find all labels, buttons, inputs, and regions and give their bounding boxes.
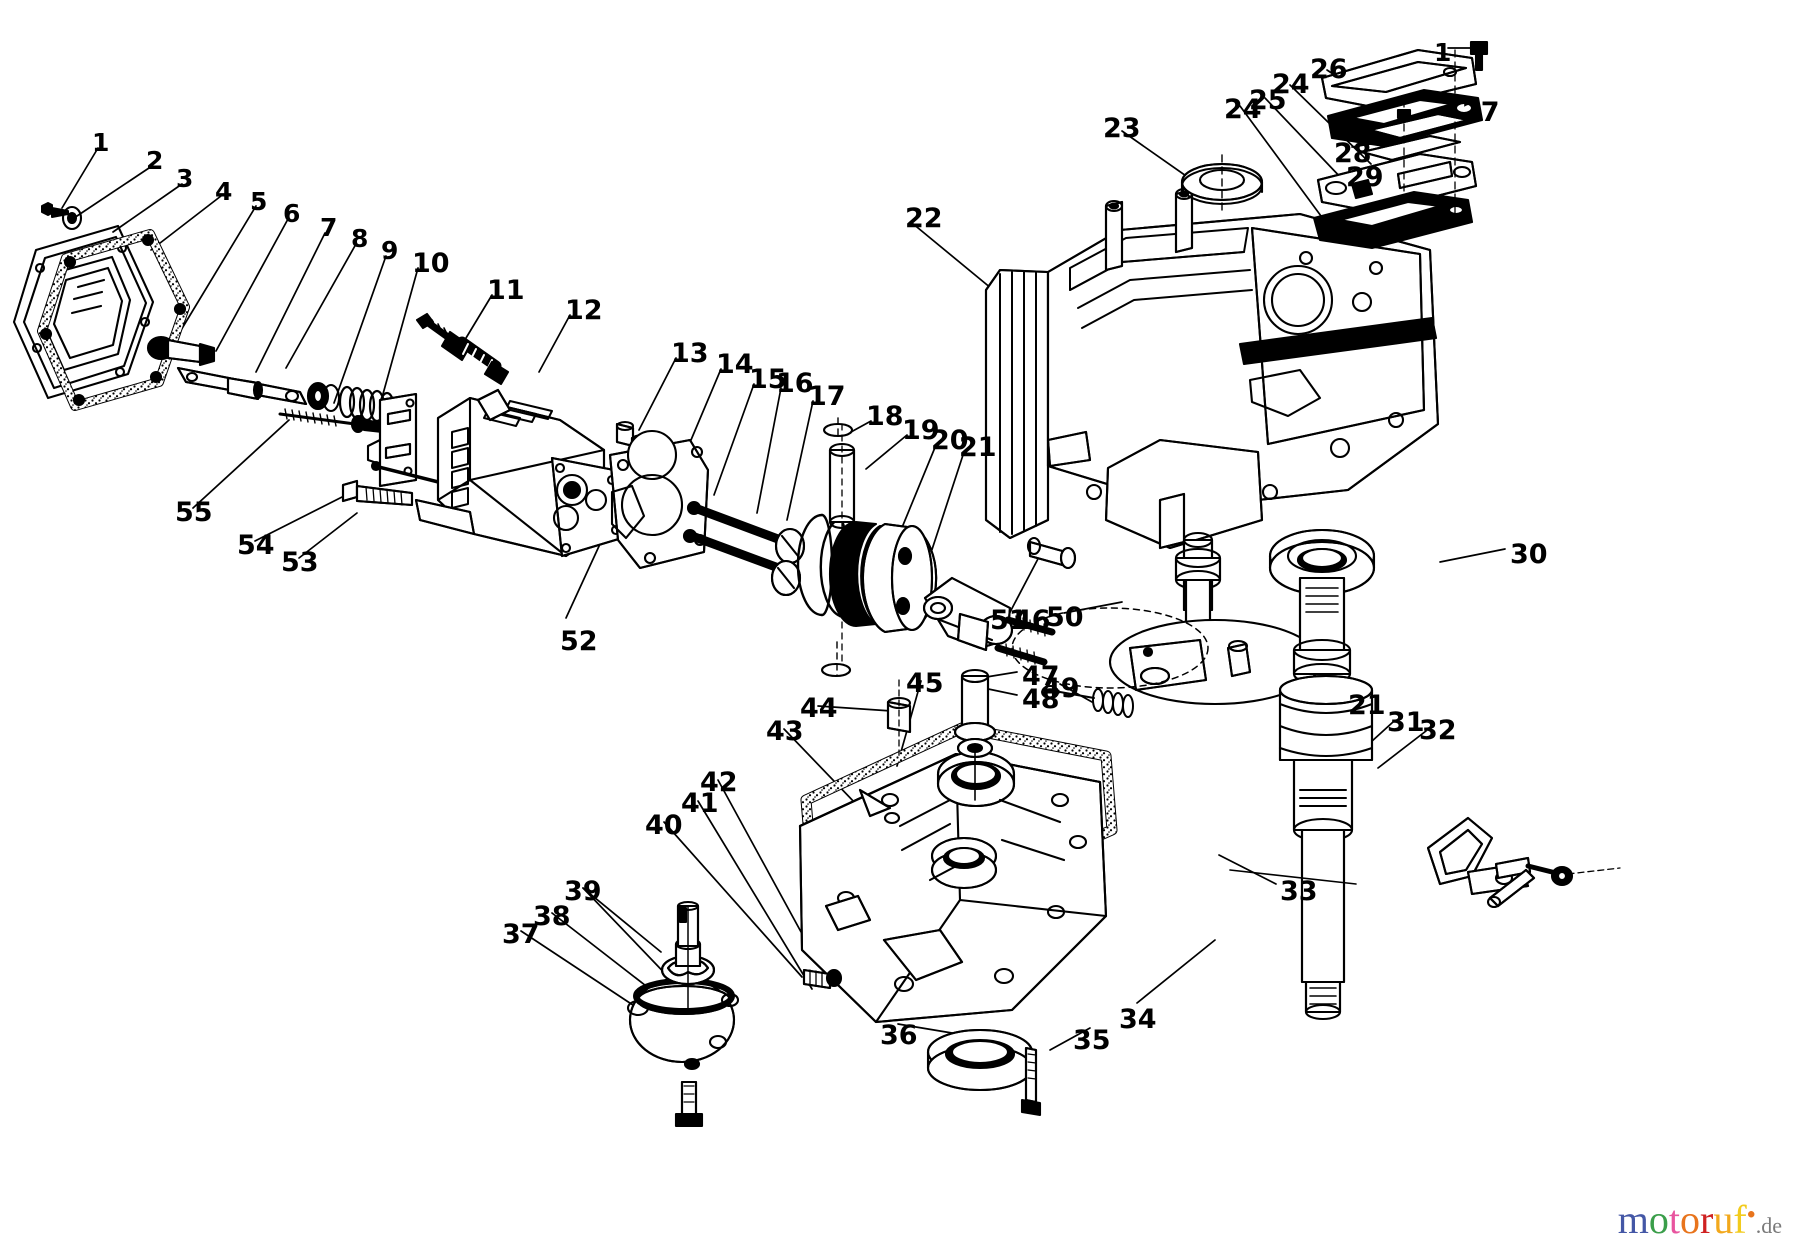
callout-number-31: 31 (1387, 707, 1425, 738)
callout-number-41: 41 (681, 788, 719, 819)
callout-number-1: 1 (92, 128, 110, 157)
callout-number-5: 5 (250, 187, 268, 216)
watermark-letter: r (1700, 1197, 1714, 1242)
callout-number-21: 21 (1348, 690, 1386, 721)
callout-number-34: 34 (1119, 1004, 1157, 1035)
callout-number-14: 14 (716, 349, 754, 380)
callout-number-47: 47 (1022, 661, 1060, 692)
callout-number-45: 45 (906, 668, 944, 699)
callout-number-48: 48 (1022, 684, 1060, 715)
watermark-letter: o (1648, 1197, 1669, 1242)
callout-number-29: 29 (1346, 162, 1384, 193)
callout-number-30: 30 (1510, 539, 1548, 570)
callout-number-32: 32 (1419, 715, 1457, 746)
callout-number-24: 24 (1272, 69, 1310, 100)
watermark-letter: t (1668, 1197, 1681, 1242)
watermark-letter: o (1680, 1197, 1701, 1242)
callout-number-12: 12 (565, 295, 603, 326)
watermark-letter: u (1713, 1197, 1734, 1242)
callout-number-44: 44 (800, 693, 838, 724)
callout-number-24: 24 (1224, 94, 1262, 125)
callout-number-38: 38 (533, 901, 571, 932)
callout-number-42: 42 (700, 767, 738, 798)
callout-number-19: 19 (902, 415, 940, 446)
callout-number-4: 4 (215, 177, 233, 206)
callout-number-13: 13 (671, 338, 709, 369)
callout-number-20: 20 (931, 425, 969, 456)
callout-number-21: 21 (959, 432, 997, 463)
callout-number-51: 51 (990, 605, 1028, 636)
callout-number-37: 37 (502, 919, 540, 950)
callout-number-49: 49 (1042, 673, 1080, 704)
callout-number-52: 52 (560, 626, 598, 657)
callout-number-23: 23 (1103, 113, 1141, 144)
callout-number-22: 22 (905, 203, 943, 234)
callout-number-33: 33 (1280, 876, 1318, 907)
watermark-letter: f (1733, 1197, 1747, 1242)
watermark-letter: m (1617, 1197, 1649, 1242)
callout-number-43: 43 (766, 716, 804, 747)
callout-number-26: 26 (1310, 54, 1348, 85)
callout-number-36: 36 (880, 1020, 918, 1051)
callout-number-2: 2 (146, 146, 164, 175)
callout-number-28: 28 (1334, 138, 1372, 169)
callout-number-8: 8 (351, 224, 369, 253)
callout-number-55: 55 (175, 497, 213, 528)
callout-number-39: 39 (564, 876, 602, 907)
callout-number-16: 16 (776, 368, 814, 399)
callout-number-7: 7 (320, 213, 338, 242)
callout-number-25: 25 (1249, 85, 1287, 116)
callout-number-9: 9 (381, 236, 399, 265)
callout-number-27: 27 (1462, 97, 1500, 128)
callout-number-54: 54 (237, 530, 275, 561)
callout-number-1: 1 (1434, 38, 1452, 67)
callout-number-11: 11 (487, 275, 525, 306)
callout-number-15: 15 (749, 364, 787, 395)
callout-number-53: 53 (281, 547, 319, 578)
callout-number-17: 17 (808, 381, 846, 412)
callout-number-50: 50 (1046, 602, 1084, 633)
watermark-dot-icon: ● (1746, 1206, 1756, 1223)
callout-number-40: 40 (645, 810, 683, 841)
callout-number-18: 18 (866, 401, 904, 432)
callout-number-35: 35 (1073, 1025, 1111, 1056)
callout-number-46: 46 (1013, 605, 1051, 636)
watermark-tld: .de (1755, 1213, 1782, 1238)
motoruf-watermark: motoruf●.de (1618, 1200, 1782, 1240)
callout-number-3: 3 (176, 164, 194, 193)
callout-number-6: 6 (283, 199, 301, 228)
callout-number-10: 10 (412, 248, 450, 279)
